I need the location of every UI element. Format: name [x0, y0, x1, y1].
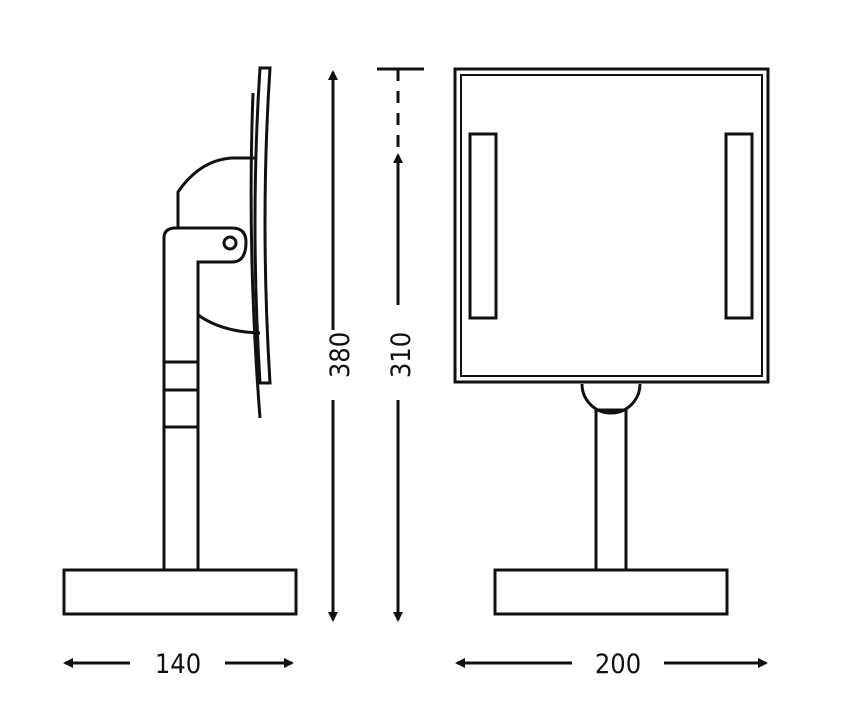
dim-height-380: 380	[325, 70, 356, 622]
dim-label-140: 140	[155, 649, 201, 680]
dim-label-200: 200	[595, 649, 641, 680]
dim-label-380: 380	[325, 332, 356, 378]
front-mirror-frame	[453, 67, 770, 384]
side-view	[62, 66, 298, 616]
dim-width-200: 200	[455, 649, 768, 680]
front-base	[493, 568, 729, 616]
front-view	[453, 67, 770, 616]
front-left-light-strip	[468, 132, 498, 320]
side-upper-arm	[162, 226, 248, 362]
front-right-light-strip	[724, 132, 754, 320]
front-joint	[580, 383, 642, 415]
side-pivot-circle	[222, 235, 238, 251]
dim-height-310: 310	[377, 67, 424, 622]
dim-depth-140: 140	[63, 649, 294, 680]
side-lower-post	[162, 425, 200, 572]
dim-label-310: 310	[386, 332, 417, 378]
side-mirror-panel	[253, 66, 272, 385]
front-post	[594, 408, 628, 572]
side-base	[62, 568, 298, 616]
side-head-housing	[176, 156, 256, 228]
side-collar	[162, 360, 200, 429]
